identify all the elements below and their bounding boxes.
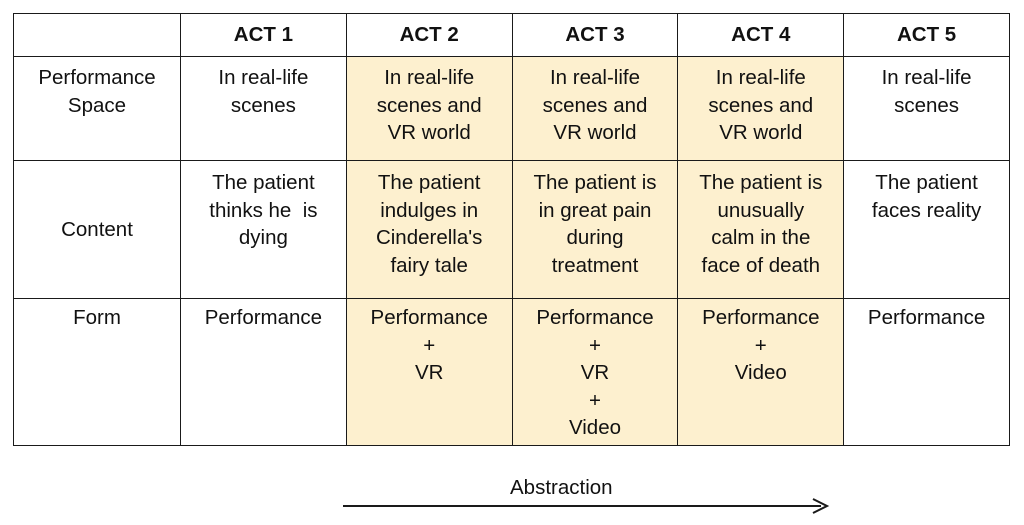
abstraction-arrow: Abstraction: [343, 472, 833, 520]
header-act-2: ACT 2: [345, 13, 513, 57]
cell-content-act-4: The patient is unusually calm in the fac…: [677, 160, 845, 299]
cell-form-act-1: Performance: [180, 298, 347, 446]
acts-table: ACT 1 ACT 2 ACT 3 ACT 4 ACT 5 Performanc…: [13, 13, 1010, 446]
row-label-performance-space: Performance Space: [13, 56, 181, 161]
cell-form-act-4: Performance + Video: [677, 298, 845, 446]
cell-form-act-3: Performance + VR + Video: [511, 298, 679, 446]
cell-content-act-5: The patient faces reality: [843, 160, 1010, 299]
cell-content-act-3: The patient is in great pain during trea…: [511, 160, 679, 299]
abstraction-label: Abstraction: [510, 476, 613, 499]
corner-cell: [13, 13, 181, 57]
cell-space-act-3: In real-life scenes and VR world: [511, 56, 679, 161]
cell-space-act-2: In real-life scenes and VR world: [345, 56, 513, 161]
header-act-4: ACT 4: [677, 13, 845, 57]
cell-space-act-1: In real-life scenes: [180, 56, 347, 161]
header-act-3: ACT 3: [511, 13, 679, 57]
header-act-1: ACT 1: [180, 13, 347, 57]
cell-form-act-5: Performance: [843, 298, 1010, 446]
performance-space-row: Performance Space In real-life scenes In…: [13, 56, 1010, 161]
cell-space-act-5: In real-life scenes: [843, 56, 1010, 161]
cell-content-act-2: The patient indulges in Cinderella's fai…: [345, 160, 513, 299]
row-label-form: Form: [13, 298, 181, 446]
header-row: ACT 1 ACT 2 ACT 3 ACT 4 ACT 5: [13, 13, 1010, 57]
cell-space-act-4: In real-life scenes and VR world: [677, 56, 845, 161]
row-label-content: Content: [13, 160, 181, 299]
right-arrow-icon: [343, 498, 830, 514]
cell-content-act-1: The patient thinks he is dying: [180, 160, 347, 299]
header-act-5: ACT 5: [843, 13, 1010, 57]
form-row: Form Performance Performance + VR Perfor…: [13, 298, 1010, 446]
cell-form-act-2: Performance + VR: [345, 298, 513, 446]
content-row: Content The patient thinks he is dying T…: [13, 160, 1010, 299]
